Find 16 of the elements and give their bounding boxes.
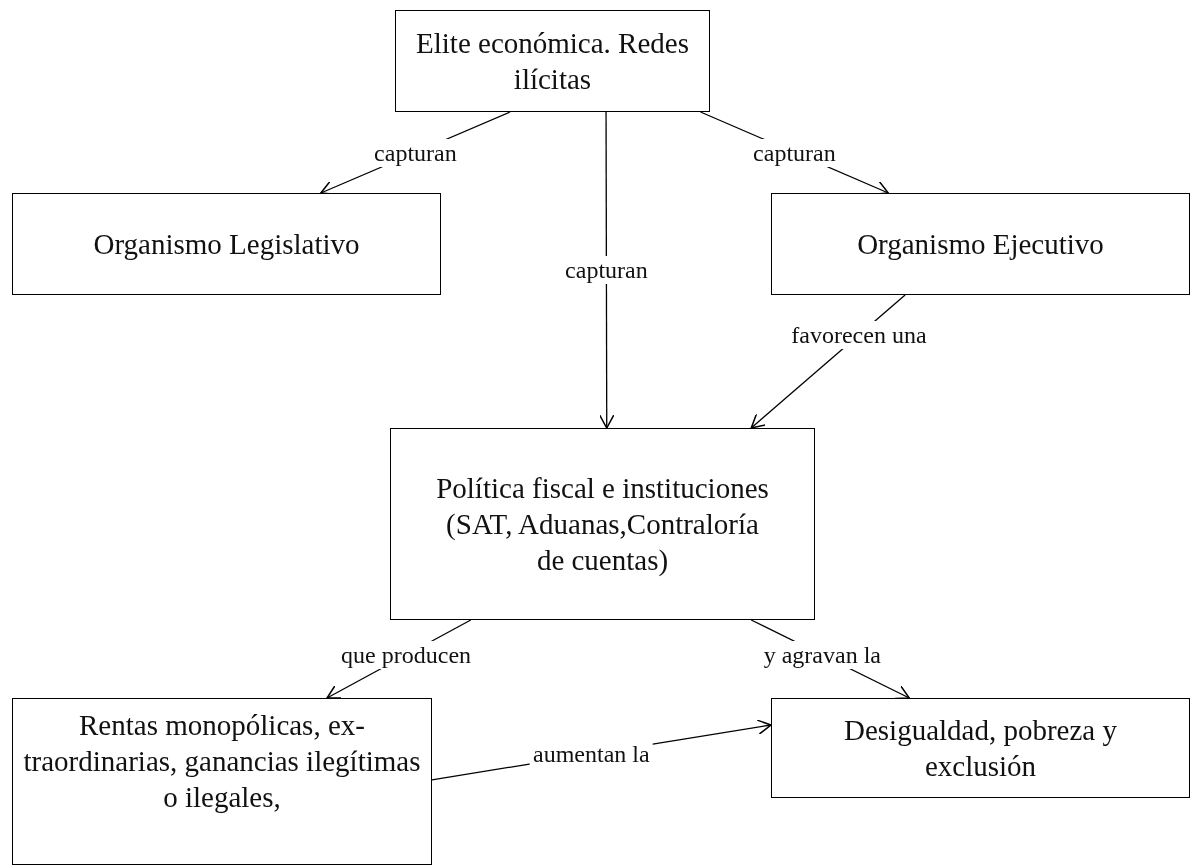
process-box bbox=[395, 10, 710, 112]
node-text: Elite económica. Redes ilícitas bbox=[415, 26, 690, 97]
edge-label: capturan bbox=[562, 256, 651, 284]
process-box bbox=[12, 698, 432, 865]
process-box bbox=[390, 428, 815, 620]
node-text: Organismo Ejecutivo bbox=[857, 227, 1104, 262]
node-text: Política fiscal e instituciones (SAT, Aduanas,Contraloría de cuentas) bbox=[435, 471, 770, 578]
arrow bbox=[598, 111, 615, 429]
node-text: Desigualdad, pobreza y exclusión bbox=[843, 713, 1118, 784]
process-box bbox=[12, 193, 441, 295]
node-text: Rentas monopólicas, ex- traordinarias, ganancias ilegítimas o ilegales, bbox=[22, 708, 422, 815]
edge-label: capturan bbox=[750, 138, 839, 167]
process-box bbox=[771, 193, 1190, 295]
edge-label: capturan bbox=[371, 138, 460, 167]
node-text: Organismo Legislativo bbox=[93, 227, 360, 262]
process-box bbox=[771, 698, 1190, 798]
